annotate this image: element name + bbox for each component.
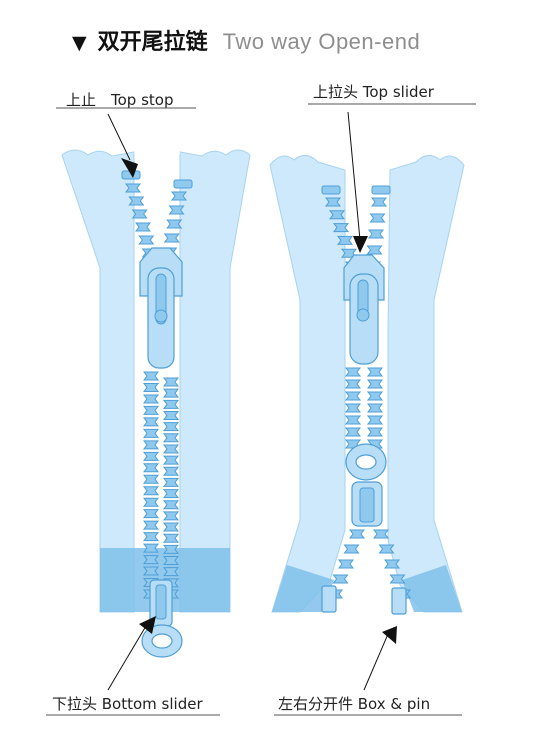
left-top-slider [140,248,182,368]
zipper-tooth [144,429,158,437]
box-and-pin [322,586,406,614]
zipper-tooth [164,501,178,509]
zipper-tooth [144,475,158,483]
right-top-stop-a [322,186,340,194]
left-zipper-tape-right [180,150,250,612]
zipper-tooth [164,534,178,542]
zipper-tooth [144,521,158,529]
right-top-slider [344,255,384,364]
zipper-tooth [144,452,158,460]
zipper-tooth [369,230,383,238]
zipper-tooth [368,368,382,376]
zipper-tooth [345,545,359,553]
zipper-tooth [346,428,360,436]
zipper-tooth [350,530,364,538]
zipper-tooth [368,246,382,254]
zipper-tooth [164,445,178,453]
right-top-stop-b [372,186,390,194]
zipper-tooth [368,380,382,388]
zipper-tooth [164,456,178,464]
zipper-tooth [346,392,360,400]
left-zipper-tape [62,150,134,612]
zipper-tooth [144,406,158,414]
zipper-tooth [368,416,382,424]
zipper-tooth [164,389,178,397]
zipper-tooth [164,523,178,531]
zipper-tooth [346,380,360,388]
zipper-tooth [346,404,360,412]
zipper-tooth [165,234,179,242]
pointer-bottom-slider [108,626,146,690]
zipper-tooth [164,478,178,486]
zipper-tooth [167,220,181,228]
zipper-tooth [374,530,388,538]
left-top-stop-b [174,180,192,188]
zipper-tooth [144,383,158,391]
zipper-tooth [144,464,158,472]
zipper-tooth [368,392,382,400]
zipper-tooth [164,467,178,475]
zipper-tooth [164,490,178,498]
zipper-tooth [371,214,385,222]
zipper-tooth [144,510,158,518]
zipper-tooth [164,378,178,386]
zipper-tooth [346,368,360,376]
right-bottom-slider [346,444,386,526]
zipper-tooth [144,533,158,541]
zipper-tooth [334,575,348,583]
zipper-tooth [368,404,382,412]
zipper-tooth [144,372,158,380]
zipper-tooth [346,416,360,424]
zipper-tooth [144,395,158,403]
right-zipper-tape-right [388,155,464,612]
pointer-top-stop [108,114,130,160]
zipper-tooth [144,487,158,495]
zipper-tooth [164,400,178,408]
pointer-top-slider [348,112,360,240]
zipper-tooth [144,418,158,426]
pointer-box-pin [364,634,388,690]
zipper-tooth [164,434,178,442]
zipper-tooth [164,512,178,520]
zipper-tooth [368,428,382,436]
zipper-tooth [372,198,386,206]
zipper-tooth [144,441,158,449]
zipper-tooth [164,423,178,431]
zipper-tooth [144,498,158,506]
zipper-tooth [339,560,353,568]
zipper-tooth [164,411,178,419]
arrow-box-pin [382,626,397,644]
